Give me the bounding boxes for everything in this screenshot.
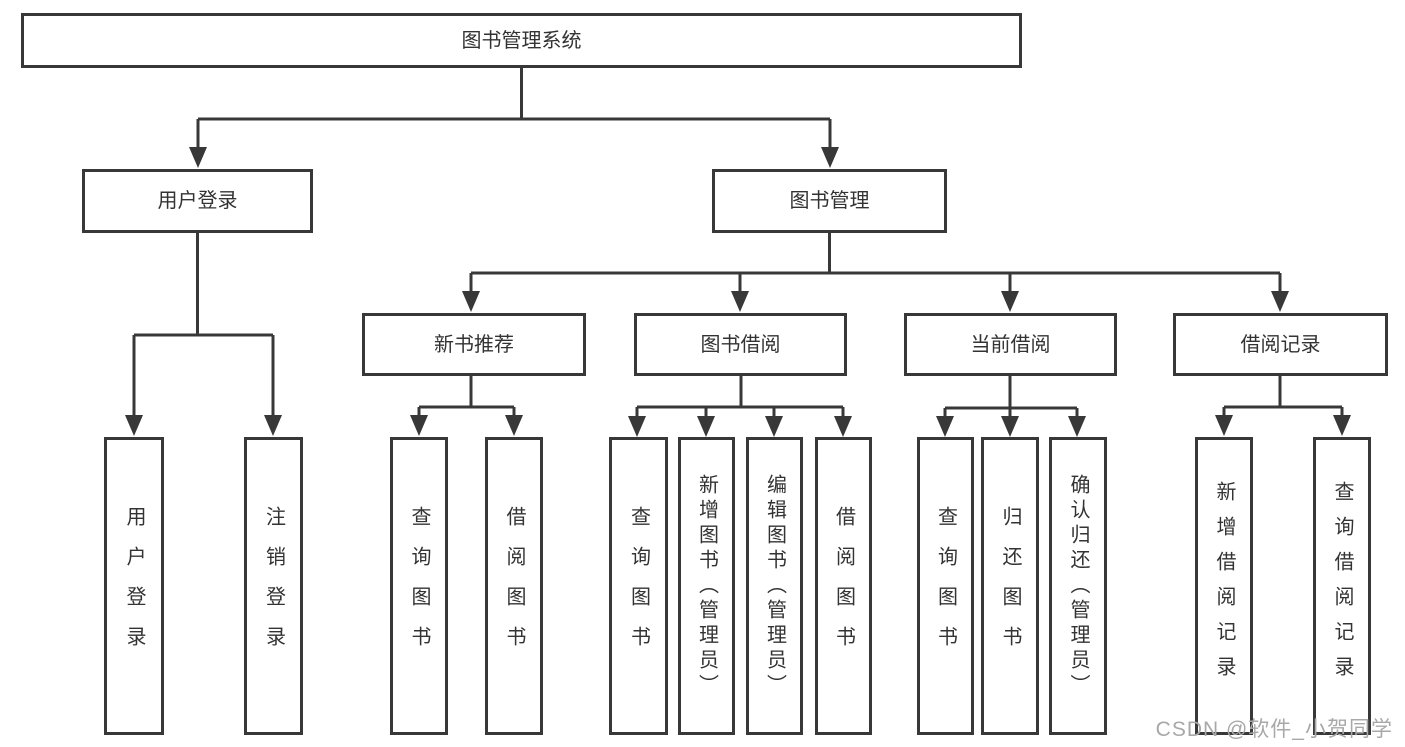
leaf-borrow-books-borrowing: 借阅图书 (815, 437, 872, 735)
node-label: 借阅图书 (503, 506, 525, 666)
node-label: 用户登录 (157, 190, 238, 212)
node-label: 新增图书（管理员） (695, 473, 718, 699)
node-label: 新增借阅记录 (1213, 481, 1235, 691)
node-user-login: 用户登录 (82, 169, 313, 233)
node-current-borrowing: 当前借阅 (904, 313, 1117, 376)
leaf-logout: 注销登录 (244, 437, 303, 735)
node-book-borrowing: 图书借阅 (634, 313, 847, 376)
leaf-query-books-recommend: 查询图书 (390, 437, 448, 735)
node-label: 编辑图书（管理员） (763, 473, 786, 699)
leaf-query-borrow-record: 查询借阅记录 (1313, 437, 1371, 735)
node-label: 当前借阅 (970, 333, 1051, 356)
node-label: 确认归还（管理员） (1067, 473, 1089, 699)
node-label: 用户登录 (123, 506, 145, 666)
node-label: 查询图书 (408, 506, 430, 666)
leaf-query-books-current: 查询图书 (917, 437, 974, 735)
leaf-confirm-return-admin: 确认归还（管理员） (1049, 437, 1107, 735)
node-label: 查询图书 (627, 506, 650, 666)
node-label: 图书管理系统 (461, 29, 582, 52)
node-label: 归还图书 (999, 506, 1021, 666)
leaf-add-borrow-record: 新增借阅记录 (1195, 437, 1253, 735)
node-new-book-recommend: 新书推荐 (362, 313, 586, 376)
node-label: 借阅图书 (832, 506, 855, 666)
node-label: 图书借阅 (700, 333, 781, 356)
leaf-edit-book-admin: 编辑图书（管理员） (746, 437, 803, 735)
node-label: 新书推荐 (434, 333, 514, 356)
node-label: 查询借阅记录 (1331, 481, 1353, 691)
node-root-library-management-system: 图书管理系统 (21, 13, 1022, 68)
leaf-add-book-admin: 新增图书（管理员） (678, 437, 735, 735)
node-book-management: 图书管理 (712, 169, 947, 233)
leaf-query-books-borrowing: 查询图书 (609, 437, 668, 735)
node-label: 借阅记录 (1240, 333, 1321, 356)
leaf-user-login: 用户登录 (104, 437, 164, 735)
leaf-return-book: 归还图书 (981, 437, 1039, 735)
node-label: 注销登录 (262, 506, 285, 666)
leaf-borrow-books-recommend: 借阅图书 (485, 437, 543, 735)
node-label: 图书管理 (789, 190, 870, 212)
csdn-watermark: CSDN @软件_小贺同学 (1155, 718, 1393, 741)
node-label: 查询图书 (934, 506, 957, 666)
node-borrowing-records: 借阅记录 (1173, 313, 1388, 376)
